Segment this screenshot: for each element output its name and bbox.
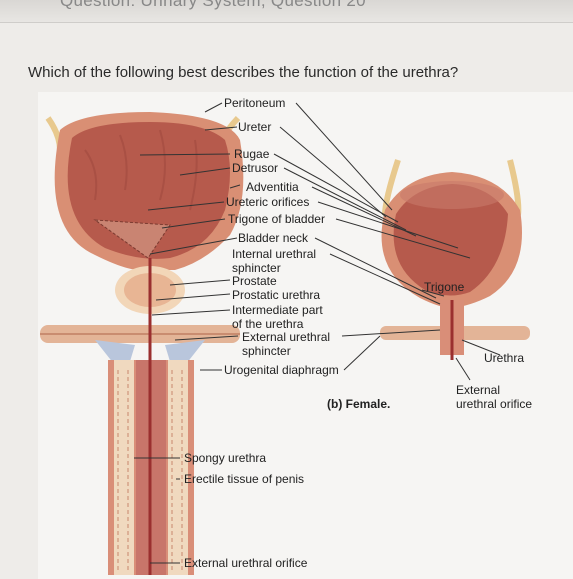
label-ureteric-orifices: Ureteric orifices xyxy=(226,195,310,209)
label-internal-urethral-sphincter: Internal urethral xyxy=(232,247,317,261)
label-bladder-neck: Bladder neck xyxy=(238,231,309,245)
female-bladder xyxy=(380,159,530,360)
label-external-urethral-sphincter: External urethral xyxy=(242,330,331,344)
label-adventitia: Adventitia xyxy=(246,180,299,194)
male-bladder xyxy=(40,112,244,575)
question-text: Which of the following best describes th… xyxy=(28,64,459,81)
label-erectile-tissue: Erectile tissue of penis xyxy=(184,472,305,486)
label-external-urethral-orifice: External urethral orifice xyxy=(184,556,308,570)
figure-caption-female: (b) Female. xyxy=(327,397,391,411)
label-trigone: Trigone xyxy=(424,280,465,294)
label-rugae: Rugae xyxy=(234,147,270,161)
label-female-external-orifice-2: urethral orifice xyxy=(456,397,533,411)
label-internal-urethral-sphincter-2: sphincter xyxy=(232,261,281,275)
label-intermediate-part-2: of the urethra xyxy=(232,317,304,331)
label-female-external-orifice: External xyxy=(456,383,501,397)
label-prostatic-urethra: Prostatic urethra xyxy=(232,288,321,302)
leader-lines xyxy=(134,102,501,564)
header-strip: Question: Urinary System, Question 20 xyxy=(0,0,573,23)
label-urethra: Urethra xyxy=(484,351,525,365)
label-trigone-of-bladder: Trigone of bladder xyxy=(228,212,325,226)
label-prostate: Prostate xyxy=(232,274,277,288)
label-spongy-urethra: Spongy urethra xyxy=(184,451,267,465)
label-intermediate-part: Intermediate part xyxy=(232,303,323,317)
header-title: Question: Urinary System, Question 20 xyxy=(60,0,366,10)
label-ureter: Ureter xyxy=(238,120,272,134)
label-peritoneum: Peritoneum xyxy=(224,96,286,110)
label-detrusor: Detrusor xyxy=(232,161,279,175)
label-external-urethral-sphincter-2: sphincter xyxy=(242,344,291,358)
label-urogenital-diaphragm: Urogenital diaphragm xyxy=(224,363,339,377)
